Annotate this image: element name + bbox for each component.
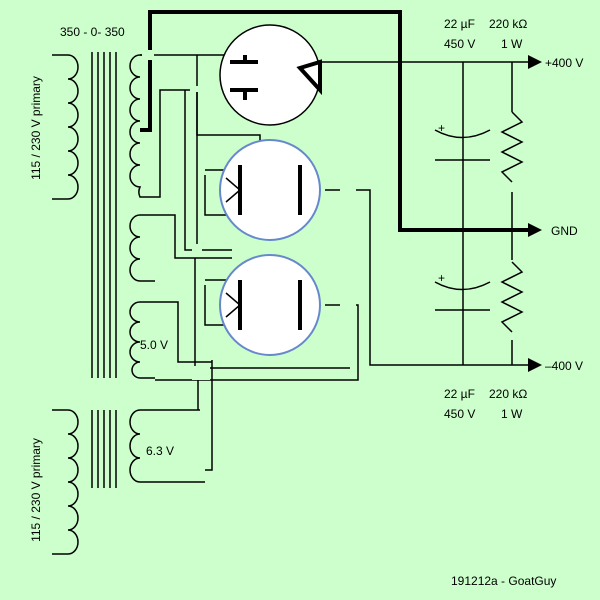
6v3-label: 6.3 V: [146, 444, 174, 458]
polarity-plus-bottom: +: [438, 271, 445, 285]
cap-bottom-value: 22 µF: [444, 387, 475, 401]
labels: 350 - 0- 350 115 / 230 V primary 115 / 2…: [29, 17, 583, 588]
res-top-power: 1 W: [501, 37, 523, 51]
filter-section: + +: [434, 55, 542, 372]
res-bottom-value: 220 kΩ: [489, 387, 527, 401]
bottom-resistor: [500, 260, 524, 340]
plus-output-arrow: [528, 55, 542, 69]
upper-primary-winding: [52, 54, 79, 200]
gnd-output-arrow: [528, 223, 542, 237]
cap-top-value: 22 µF: [444, 17, 475, 31]
cap-bottom-voltage: 450 V: [444, 407, 475, 421]
wiring: [140, 10, 528, 471]
rectifier-diode-tube-upper: [219, 139, 321, 241]
res-top-value: 220 kΩ: [489, 17, 527, 31]
cap-top-voltage: 450 V: [444, 37, 475, 51]
polarity-plus-top: +: [438, 121, 445, 135]
rectifier-tube: [219, 24, 322, 126]
primary-top-label: 115 / 230 V primary: [29, 76, 43, 180]
plus-400v-label: +400 V: [545, 56, 583, 70]
5v-winding: [129, 301, 155, 379]
gnd-label: GND: [551, 224, 578, 238]
rectifier-diode-tube-lower: [219, 254, 321, 356]
top-resistor: [500, 111, 524, 192]
res-bottom-power: 1 W: [501, 407, 523, 421]
top-capacitor: +: [434, 121, 491, 161]
wire-crossings: [142, 50, 356, 380]
lower-transformer: [52, 409, 205, 555]
primary-bottom-label: 115 / 230 V primary: [29, 438, 43, 542]
center-tap-ground-wire: [140, 10, 528, 232]
upper-transformer: [52, 52, 190, 379]
minus-400v-label: –400 V: [545, 359, 583, 373]
transformer-top-label: 350 - 0- 350: [60, 25, 125, 39]
upper-core: [91, 52, 117, 378]
lower-core: [91, 410, 117, 488]
lower-primary-winding: [52, 409, 79, 555]
minus-output-arrow: [528, 358, 542, 372]
6v3-winding: [129, 409, 205, 483]
5v-label: 5.0 V: [140, 338, 168, 352]
hv-secondary-winding: [129, 54, 190, 198]
bottom-capacitor: +: [434, 271, 491, 311]
rect-filament-winding-a: [129, 214, 155, 282]
credit-label: 191212a - GoatGuy: [451, 574, 556, 588]
